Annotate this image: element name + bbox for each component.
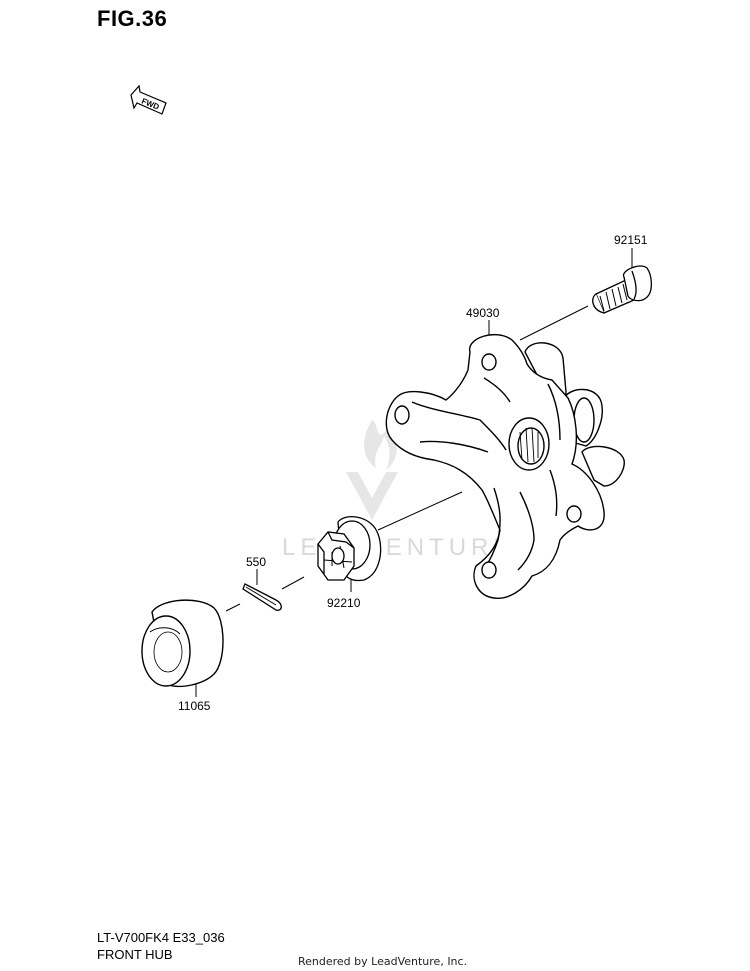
cotter-pin-550 [242,583,282,611]
axis-lines [225,305,589,612]
render-credit: Rendered by LeadVenture, Inc. [298,955,468,968]
front-hub-49030 [385,333,625,599]
hub-bolt-92151 [592,265,653,314]
watermark-text: LEADVENTURE [282,534,514,561]
part-label-11065[interactable]: 11065 [178,699,211,713]
part-label-92151[interactable]: 92151 [614,233,648,247]
figure-title: FIG.36 [97,6,168,31]
section-title: FRONT HUB [97,947,173,962]
castle-nut-92210 [317,516,382,582]
part-label-92210[interactable]: 92210 [327,596,361,610]
part-label-49030[interactable]: 49030 [466,306,500,320]
fwd-arrow-icon: FWD [130,84,167,115]
hub-cap-11065 [141,599,224,688]
model-code: LT-V700FK4 E33_036 [97,930,225,945]
part-label-550[interactable]: 550 [246,555,267,569]
